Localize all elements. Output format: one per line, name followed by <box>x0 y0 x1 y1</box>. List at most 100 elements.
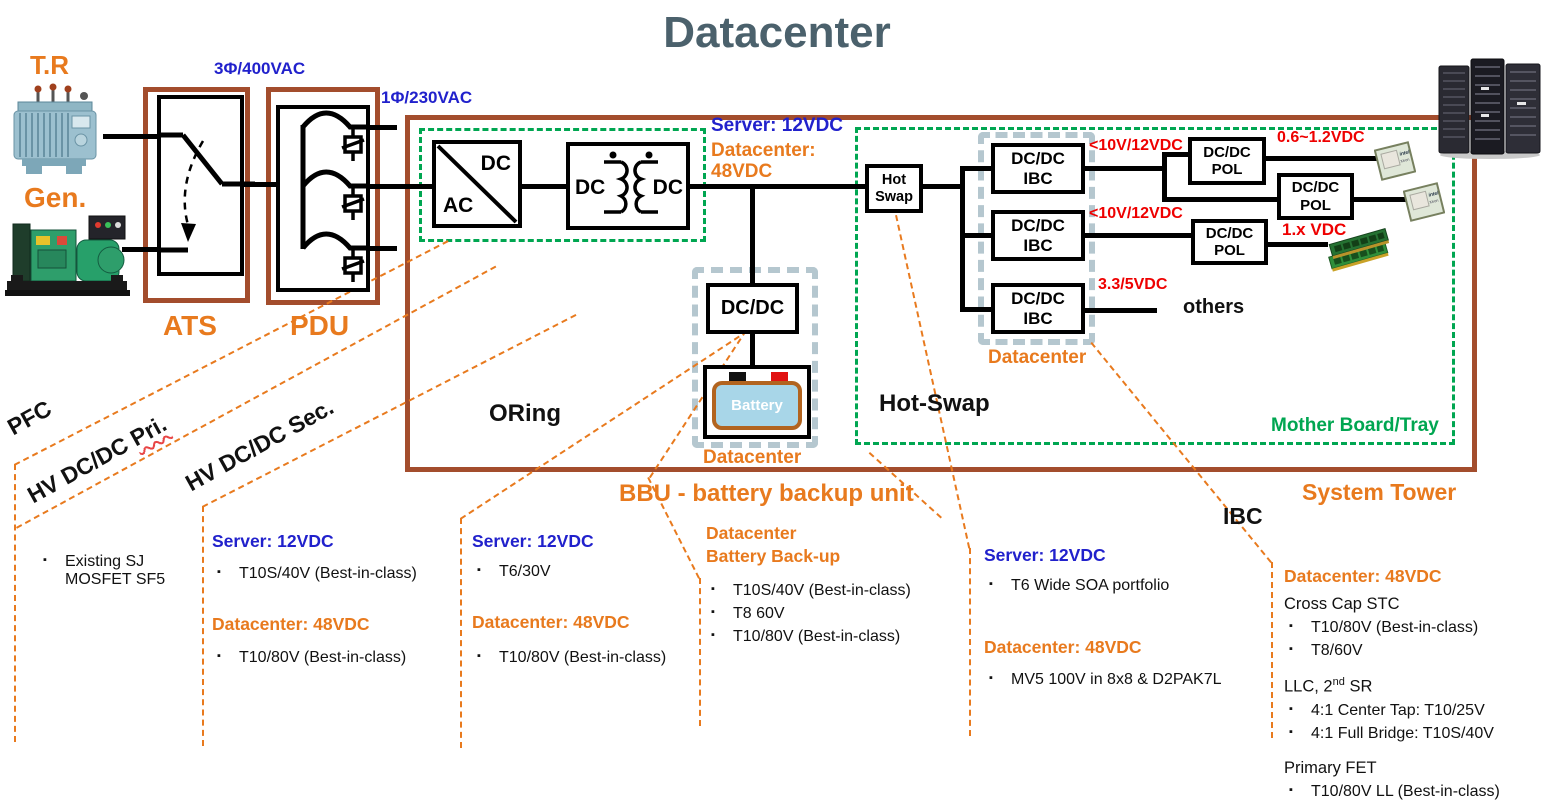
generator-label: Gen. <box>24 182 87 213</box>
wire-stub-ibc3 <box>960 307 994 312</box>
generator-illustration <box>5 215 130 296</box>
ats-box <box>143 87 250 303</box>
wire-ats-pdu <box>243 182 307 187</box>
wire-dcdc-hotswap <box>688 184 867 189</box>
acdc-ac-label: AC <box>443 193 474 217</box>
ibc3-line1: DC/DC <box>1011 288 1065 308</box>
ats-switch-symbol <box>157 132 255 253</box>
column-heading: Datacenter <box>706 523 797 543</box>
ibc1-line1: DC/DC <box>1011 148 1065 168</box>
svg-text:Xeon: Xeon <box>1429 198 1439 205</box>
lane-label-pfc: PFC <box>2 395 56 441</box>
battery-label: Battery <box>731 397 783 414</box>
callout-column-pfc: Existing SJ MOSFET SF5 <box>38 548 188 589</box>
list-item: T8 60V <box>706 605 962 623</box>
memory-module-illustration <box>1328 227 1390 272</box>
wire-ibc1-out <box>1083 166 1165 171</box>
ibc1-line2: IBC <box>1023 168 1053 188</box>
wire-to-pol2 <box>1162 197 1279 202</box>
callout-divider-1 <box>14 464 16 742</box>
callout-column-hv-sec: Server: 12VDC T6/30V Datacenter: 48VDC T… <box>472 531 702 667</box>
wire-hotswap-bus <box>921 184 963 189</box>
svg-text:intel: intel <box>1399 149 1411 157</box>
column-heading: Server: 12VDC <box>472 531 594 551</box>
ibc3-line2: IBC <box>1023 308 1053 328</box>
bbu-group-box <box>692 267 818 448</box>
list-item: 4:1 Center Tap: T10/25V <box>1284 702 1554 720</box>
list-item: T10/80V (Best-in-class) <box>472 649 702 667</box>
battery-terminal-pos <box>771 372 788 383</box>
datacenter-rail-label-2: 48VDC <box>711 161 773 182</box>
hot-swap-section-label: Hot-Swap <box>879 390 990 417</box>
list-item: T8/60V <box>1284 642 1554 660</box>
wire-bbu-dcdc-battery <box>750 332 755 368</box>
wire-to-pol1 <box>1162 152 1190 157</box>
system-tower-label: System Tower <box>1302 479 1457 505</box>
wire-pol1-cpu <box>1264 156 1382 161</box>
group-title: Cross Cap STC <box>1284 595 1400 613</box>
ats-label: ATS <box>163 310 217 341</box>
server-rail-label: Server: 12VDC <box>711 115 844 136</box>
wire-ibc2-pol3 <box>1083 233 1193 238</box>
wire-generator-ats <box>122 247 162 252</box>
ibc-group-box <box>978 132 1095 345</box>
list-item: 4:1 Full Bridge: T10S/40V <box>1284 725 1554 743</box>
list-item: T10/80V (Best-in-class) <box>1284 619 1554 637</box>
pol2-line1: DC/DC <box>1291 179 1340 197</box>
pdu-label: PDU <box>290 310 350 341</box>
wire-bus-to-bbu <box>750 187 755 285</box>
wire-pol-split <box>1162 152 1167 202</box>
group-title: LLC, 2nd SR <box>1284 676 1554 697</box>
three-phase-label: 3Φ/400VAC <box>214 59 306 78</box>
hv-dcdc-converter-box: DC DC <box>566 142 690 230</box>
wire-stub-ibc1 <box>960 166 994 171</box>
column-heading: Datacenter: 48VDC <box>472 612 630 632</box>
column-heading: Datacenter: 48VDC <box>1284 566 1442 586</box>
wire-transformer-ats <box>103 134 160 139</box>
bbu-title: BBU - battery backup unit <box>619 480 914 507</box>
dcdc-left-label: DC <box>575 176 606 199</box>
hot-swap-box: Hot Swap <box>865 164 923 213</box>
column-heading: Server: 12VDC <box>212 531 334 551</box>
ibc-section-label: IBC <box>1223 503 1263 529</box>
callout-divider-6 <box>1271 562 1273 738</box>
motherboard-tray-label: Mother Board/Tray <box>1271 415 1439 436</box>
hot-swap-line1: Hot <box>881 171 907 188</box>
wire-pdu-top-out <box>367 125 397 130</box>
wire-acdc-dcdc <box>520 184 568 189</box>
bbu-caption: Datacenter <box>703 447 802 468</box>
ibc-caption: Datacenter <box>988 347 1087 368</box>
wire-ibc3-others <box>1083 308 1157 313</box>
system-tower-box <box>405 115 1477 472</box>
group-title-text: LLC, 2 <box>1284 677 1333 696</box>
list-item: T10/80V (Best-in-class) <box>212 649 462 667</box>
bbu-dcdc-box: DC/DC <box>706 283 799 334</box>
group-title: Primary FET <box>1284 758 1377 777</box>
pol3-line2: POL <box>1214 242 1245 259</box>
ibc2-line2: IBC <box>1023 235 1053 255</box>
others-label: others <box>1183 296 1245 318</box>
list-item: Existing SJ MOSFET SF5 <box>38 553 188 589</box>
column-heading: Datacenter: 48VDC <box>212 614 370 634</box>
ibc1-output-label: <10V/12VDC <box>1089 137 1183 154</box>
column-heading: Server: 12VDC <box>984 545 1106 565</box>
cpu-chip-illustration: intel Xeon <box>1374 141 1416 181</box>
wire-ibc-bus <box>960 166 965 312</box>
list-item: MV5 100V in 8x8 & D2PAK7L <box>984 671 1259 689</box>
ibc2-output-label: <10V/12VDC <box>1089 205 1183 222</box>
pol3-line1: DC/DC <box>1205 224 1254 242</box>
callout-divider-5 <box>969 548 971 736</box>
wire-stub-ibc2 <box>960 233 994 238</box>
callout-divider-3 <box>460 518 462 748</box>
pdu-breaker-symbols <box>300 110 370 282</box>
aux-rail-label: 3.3/5VDC <box>1098 276 1168 293</box>
transformer-symbol <box>604 151 658 214</box>
column-heading: Battery Back-up <box>706 546 841 566</box>
pol2-line2: POL <box>1300 196 1331 214</box>
